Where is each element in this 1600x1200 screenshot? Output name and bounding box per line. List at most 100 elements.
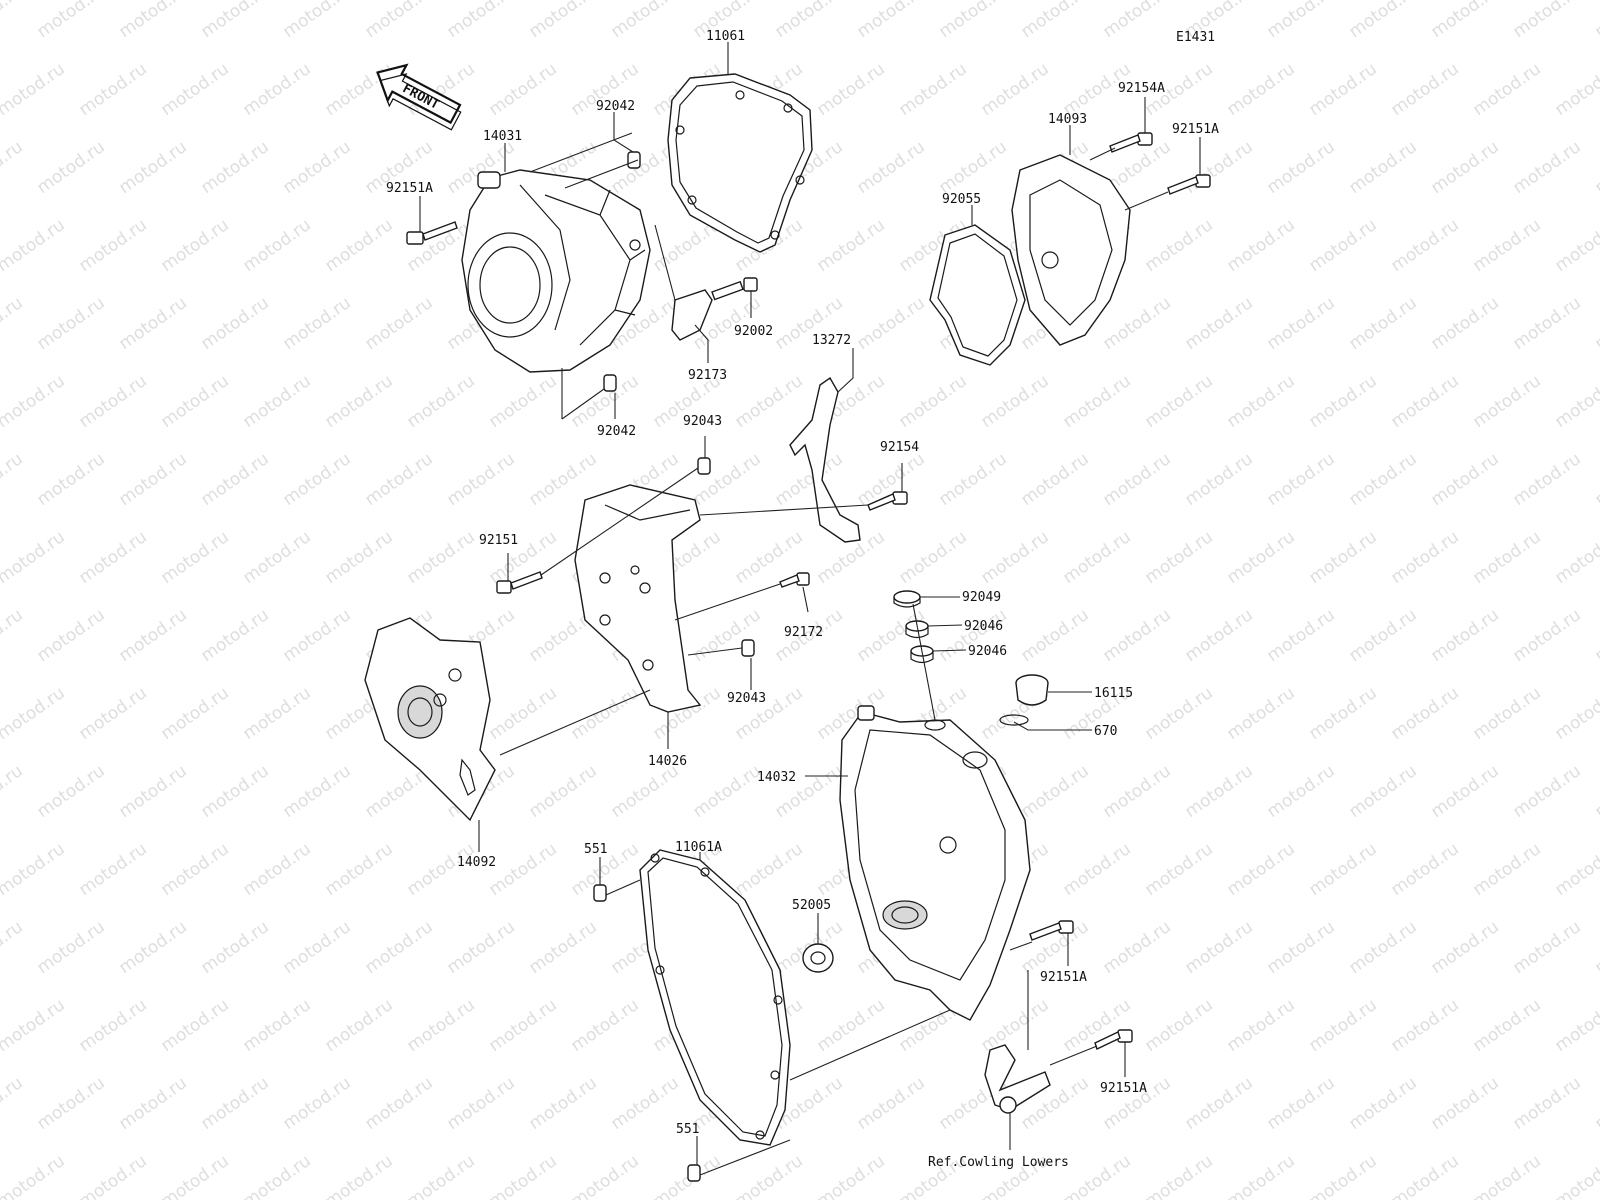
watermark-text: motod.ru — [197, 917, 272, 978]
label-14092: 14092 — [457, 855, 496, 870]
watermark-text: motod.ru — [567, 995, 642, 1056]
watermark-text: motod.ru — [1345, 0, 1420, 42]
watermark-text: motod.ru — [1551, 995, 1600, 1056]
watermark-text: motod.ru — [1305, 683, 1380, 744]
watermark-text: motod.ru — [1469, 1151, 1544, 1200]
watermark-text: motod.ru — [1305, 527, 1380, 588]
label-92043-top: 92043 — [683, 414, 722, 429]
watermark-text: motod.ru — [1469, 371, 1544, 432]
label-92002: 92002 — [734, 324, 773, 339]
watermark-text: motod.ru — [1387, 839, 1462, 900]
watermark-text: motod.ru — [115, 761, 190, 822]
watermark-text: motod.ru — [1181, 137, 1256, 198]
watermark-text: motod.ru — [115, 293, 190, 354]
watermark-text: motod.ru — [1223, 59, 1298, 120]
watermark-text: motod.ru — [1305, 215, 1380, 276]
dowel-551-bottom — [687, 1164, 701, 1182]
watermark-text: motod.ru — [279, 449, 354, 510]
watermark-text: motod.ru — [1059, 839, 1134, 900]
watermark-text: motod.ru — [75, 59, 150, 120]
watermark-text: motod.ru — [1427, 761, 1502, 822]
watermark-text: motod.ru — [115, 1073, 190, 1134]
watermark-text: motod.ru — [239, 995, 314, 1056]
watermark-text: motod.ru — [813, 215, 888, 276]
watermark-text: motod.ru — [1469, 527, 1544, 588]
watermark-text: motod.ru — [0, 839, 69, 900]
watermark-text: motod.ru — [403, 995, 478, 1056]
watermark-text: motod.ru — [1427, 449, 1502, 510]
watermark-text: motod.ru — [935, 0, 1010, 42]
watermark-text: motod.ru — [239, 527, 314, 588]
bolt-92151 — [496, 571, 543, 594]
watermark-text: motod.ru — [607, 0, 682, 42]
watermark-text: motod.ru — [1345, 605, 1420, 666]
watermark-text: motod.ru — [1263, 1073, 1338, 1134]
watermark-text: motod.ru — [361, 1073, 436, 1134]
watermark-text: motod.ru — [1591, 605, 1600, 666]
watermark-text: motod.ru — [157, 59, 232, 120]
watermark-text: motod.ru — [1591, 293, 1600, 354]
watermark-text: motod.ru — [321, 215, 396, 276]
watermark-text: motod.ru — [1223, 215, 1298, 276]
watermark-text: motod.ru — [1141, 995, 1216, 1056]
watermark-text: motod.ru — [239, 839, 314, 900]
watermark-text: motod.ru — [157, 215, 232, 276]
watermark-text: motod.ru — [1551, 215, 1600, 276]
watermark-text: motod.ru — [1509, 293, 1584, 354]
watermark-text: motod.ru — [75, 527, 150, 588]
watermark-text: motod.ru — [853, 1073, 928, 1134]
watermark-text: motod.ru — [1305, 371, 1380, 432]
watermark-text: motod.ru — [813, 995, 888, 1056]
watermark-text: motod.ru — [485, 995, 560, 1056]
bolt-92002 — [743, 277, 758, 292]
watermark-text: motod.ru — [977, 59, 1052, 120]
watermark-text: motod.ru — [1181, 449, 1256, 510]
label-16115: 16115 — [1094, 686, 1133, 701]
watermark-text: motod.ru — [977, 995, 1052, 1056]
watermark-text: motod.ru — [1387, 371, 1462, 432]
watermark-text: motod.ru — [157, 839, 232, 900]
watermark-text: motod.ru — [239, 371, 314, 432]
watermark-text: motod.ru — [649, 1151, 724, 1200]
watermark-text: motod.ru — [157, 371, 232, 432]
watermark-text: motod.ru — [485, 371, 560, 432]
watermark-text: motod.ru — [1469, 215, 1544, 276]
watermark-text: motod.ru — [1551, 683, 1600, 744]
watermark-text: motod.ru — [361, 293, 436, 354]
watermark-text: motod.ru — [361, 0, 436, 42]
watermark-text: motod.ru — [0, 761, 27, 822]
clutch-cover-14032 — [839, 705, 1031, 1021]
watermark-text: motod.ru — [853, 605, 928, 666]
label-92046-b: 92046 — [968, 644, 1007, 659]
watermark-text: motod.ru — [197, 137, 272, 198]
watermark-text: motod.ru — [1591, 449, 1600, 510]
watermark-text: motod.ru — [321, 839, 396, 900]
label-11061A: 11061A — [675, 840, 722, 855]
leader-lines — [419, 42, 1201, 1176]
watermark-text: motod.ru — [1181, 605, 1256, 666]
watermark-text: motod.ru — [485, 59, 560, 120]
watermark-text: motod.ru — [1509, 449, 1584, 510]
label-92151A-bottom: 92151A — [1100, 1081, 1147, 1096]
watermark-text: motod.ru — [0, 917, 27, 978]
watermark-text: motod.ru — [1099, 917, 1174, 978]
label-92055: 92055 — [942, 192, 981, 207]
watermark-text: motod.ru — [1509, 605, 1584, 666]
watermark-text: motod.ru — [1223, 371, 1298, 432]
cowling-bracket — [984, 1044, 1051, 1114]
watermark-text: motod.ru — [567, 683, 642, 744]
watermark-text: motod.ru — [1591, 761, 1600, 822]
watermark-text: motod.ru — [1591, 0, 1600, 42]
watermark-text: motod.ru — [443, 449, 518, 510]
watermark-text: motod.ru — [403, 1151, 478, 1200]
watermark-text: motod.ru — [0, 605, 27, 666]
watermark-text: motod.ru — [1509, 761, 1584, 822]
watermark-text: motod.ru — [813, 59, 888, 120]
watermark-text: motod.ru — [361, 917, 436, 978]
watermark-text: motod.ru — [895, 527, 970, 588]
watermark-text: motod.ru — [33, 0, 108, 42]
watermark-text: motod.ru — [75, 995, 150, 1056]
watermark-text: motod.ru — [115, 605, 190, 666]
watermark-text: motod.ru — [1427, 605, 1502, 666]
watermark-text: motod.ru — [525, 917, 600, 978]
